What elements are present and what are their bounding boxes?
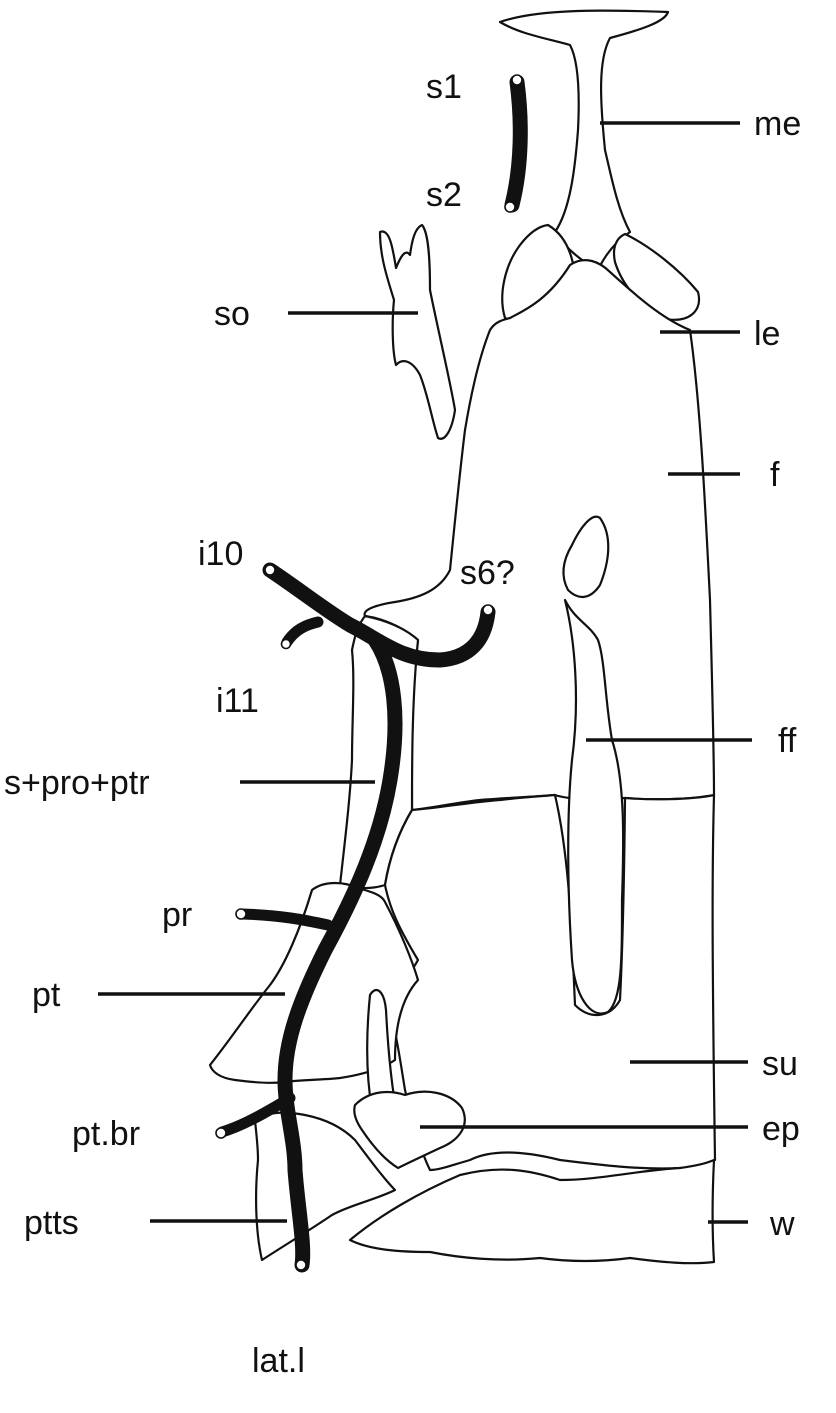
label-s1: s1 xyxy=(426,68,462,106)
bone-supraorbital xyxy=(380,225,455,439)
label-w: w xyxy=(769,1205,795,1243)
label-ptts: ptts xyxy=(24,1204,79,1242)
label-s6: s6? xyxy=(460,554,515,592)
label-s2: s2 xyxy=(426,176,462,214)
label-ff: ff xyxy=(778,722,797,760)
pore-i11 xyxy=(282,640,291,649)
canal-supraorbital-s1-s2 xyxy=(512,82,520,205)
pore-lat-l xyxy=(296,1260,306,1270)
bone-w xyxy=(350,1160,714,1263)
pore-i10 xyxy=(265,565,275,575)
label-le: le xyxy=(754,315,780,353)
label-lat-l: lat.l xyxy=(252,1342,305,1380)
label-so: so xyxy=(214,295,250,333)
label-pr: pr xyxy=(162,896,192,934)
label-ep: ep xyxy=(762,1110,800,1148)
canal-branch-i11 xyxy=(287,622,318,642)
pore-s1 xyxy=(512,75,522,85)
label-pt: pt xyxy=(32,976,61,1014)
label-me: me xyxy=(754,105,801,143)
label-i10: i10 xyxy=(198,535,243,573)
pore-s2 xyxy=(505,202,515,212)
label-pt-br: pt.br xyxy=(72,1115,140,1153)
pore-pt-br xyxy=(216,1128,226,1138)
pore-s6 xyxy=(483,605,493,615)
label-su: su xyxy=(762,1045,798,1083)
pore-pr xyxy=(236,909,246,919)
label-i11: i11 xyxy=(216,682,259,720)
label-f: f xyxy=(770,456,780,494)
label-s-pro-ptr: s+pro+ptr xyxy=(4,764,150,802)
